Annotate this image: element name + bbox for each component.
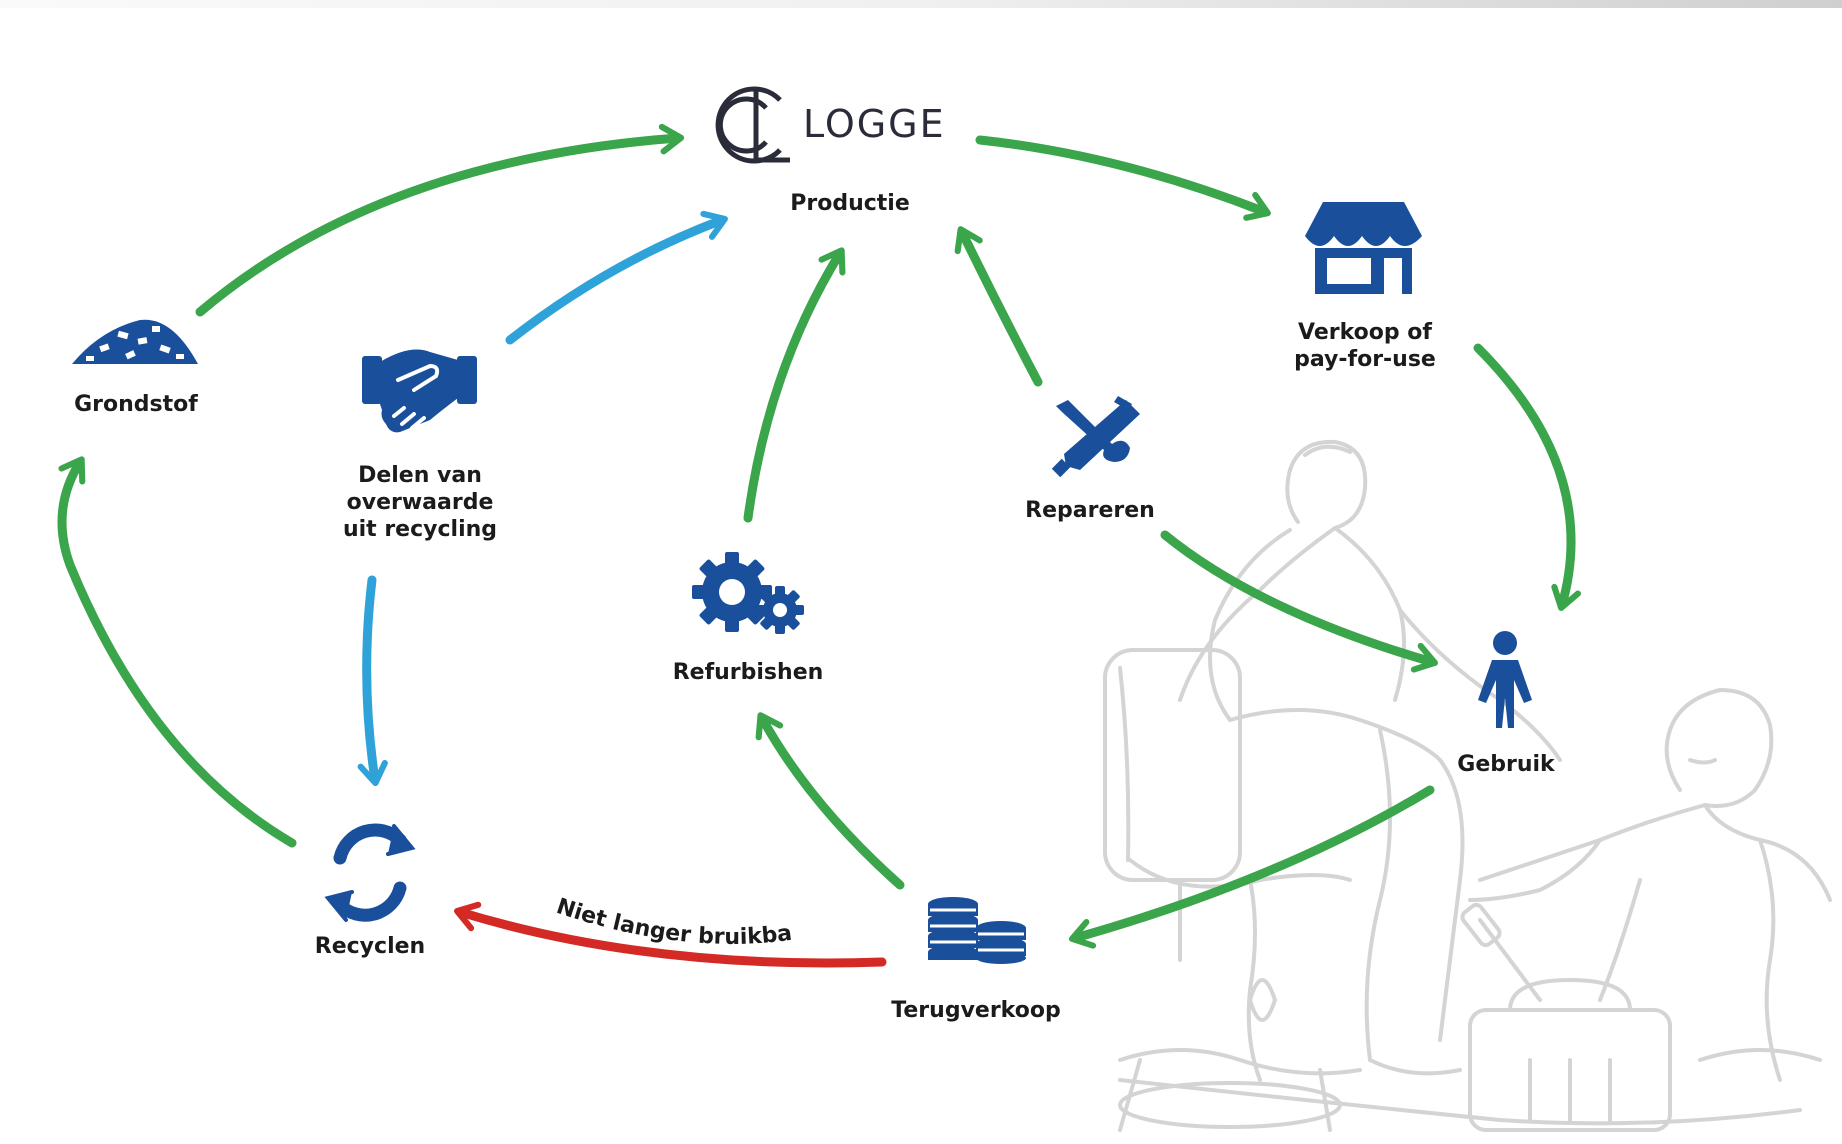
arrow-delen-to-recyclen (357, 575, 388, 787)
tools-icon (1051, 396, 1140, 478)
arrow-repareren-to-productie (954, 226, 1043, 387)
logo-mark-icon (715, 86, 790, 164)
logo-text: LOGGE (803, 102, 946, 146)
label-grondstof: Grondstof (74, 392, 198, 417)
label-delen-line1: Delen van (358, 463, 482, 488)
store-icon (1305, 202, 1422, 294)
raw-material-icon (72, 319, 198, 364)
arrow-verkoop-to-gebruik (1473, 343, 1581, 612)
arrow-terugverkoop-to-recyclen (454, 901, 887, 968)
label-terugverkoop: Terugverkoop (891, 998, 1060, 1023)
arrow-productie-to-verkoop (975, 135, 1271, 221)
coins-icon (928, 897, 1026, 964)
person-icon (1478, 631, 1532, 728)
green-arrows (57, 123, 1581, 949)
arrow-repareren-to-gebruik (1160, 530, 1438, 673)
arrow-delen-to-productie (505, 210, 728, 345)
arrow-grondstof-to-productie (195, 123, 685, 317)
logge-logo: LOGGE (715, 86, 946, 164)
label-repareren: Repareren (1025, 498, 1155, 523)
label-delen-line3: uit recycling (343, 517, 497, 542)
red-arrows (454, 901, 887, 968)
label-delen-line2: overwaarde (347, 490, 494, 515)
arrow-recyclen-to-grondstof (57, 456, 297, 848)
handshake-icon (362, 349, 477, 433)
label-productie: Productie (790, 191, 910, 216)
arrow-gebruik-to-terugverkoop (1068, 785, 1435, 949)
gears-icon (692, 552, 804, 634)
background-sketch-illustration (1103, 439, 1832, 1132)
arrow-terugverkoop-to-refurbishen (755, 712, 905, 890)
label-verkoop-line2: pay-for-use (1294, 347, 1436, 372)
label-refurbishen: Refurbishen (673, 660, 824, 685)
top-shadow-bar (0, 0, 1842, 8)
label-recyclen: Recyclen (315, 934, 425, 959)
blue-arrows (357, 210, 728, 787)
label-verkoop-line1: Verkoop of (1298, 320, 1432, 345)
arrow-refurbishen-to-productie (743, 247, 846, 523)
recycle-icon (324, 823, 416, 922)
label-gebruik: Gebruik (1457, 752, 1556, 777)
